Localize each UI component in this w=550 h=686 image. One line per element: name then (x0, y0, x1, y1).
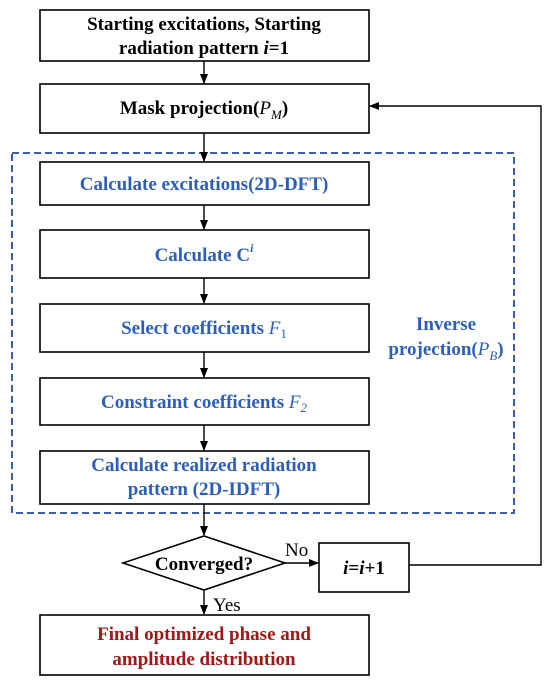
constraint-coefficients-label: Constraint coefficients F2 (101, 392, 307, 415)
calculate-excitations-node: Calculate excitations(2D-DFT) (39, 161, 370, 206)
select-coefficients-node: Select coefficients F1 (39, 303, 370, 353)
mask-projection-node: Mask projection(PM) (39, 83, 370, 134)
select-coefficients-label: Select coefficients F1 (121, 318, 287, 341)
start-node: Starting excitations, Starting radiation… (39, 9, 370, 62)
increment-label: i=i+1 (343, 558, 385, 579)
final-line2: amplitude distribution (112, 649, 296, 670)
edge-label-yes: Yes (213, 595, 241, 616)
calculate-excitations-label: Calculate excitations(2D-DFT) (80, 174, 329, 195)
mask-projection-label: Mask projection(PM) (120, 98, 288, 122)
increment-node: i=i+1 (318, 542, 410, 593)
realized-pattern-node: Calculate realized radiation pattern (2D… (39, 450, 370, 505)
edge-label-no: No (285, 540, 308, 561)
calculate-c-node: Calculate Ci (39, 229, 370, 279)
inverse-projection-label-line1: Inverse (416, 314, 476, 335)
edge-increment-loop-to-mask (369, 102, 542, 566)
calculate-c-label: Calculate Ci (155, 241, 255, 266)
converged-decision: Converged? (120, 535, 288, 591)
inverse-projection-group (11, 152, 515, 514)
realized-pattern-line1: Calculate realized radiation (91, 455, 317, 476)
start-line1: Starting excitations, Starting (87, 14, 321, 35)
constraint-coefficients-node: Constraint coefficients F2 (39, 377, 370, 426)
realized-pattern-line2: pattern (2D-IDFT) (128, 479, 281, 500)
final-line1: Final optimized phase and (97, 624, 311, 645)
final-node: Final optimized phase and amplitude dist… (39, 614, 370, 676)
inverse-projection-label-line2: projection(PB) (388, 339, 503, 363)
converged-label: Converged? (155, 554, 253, 575)
start-line2: radiation pattern i=1 (119, 38, 289, 59)
